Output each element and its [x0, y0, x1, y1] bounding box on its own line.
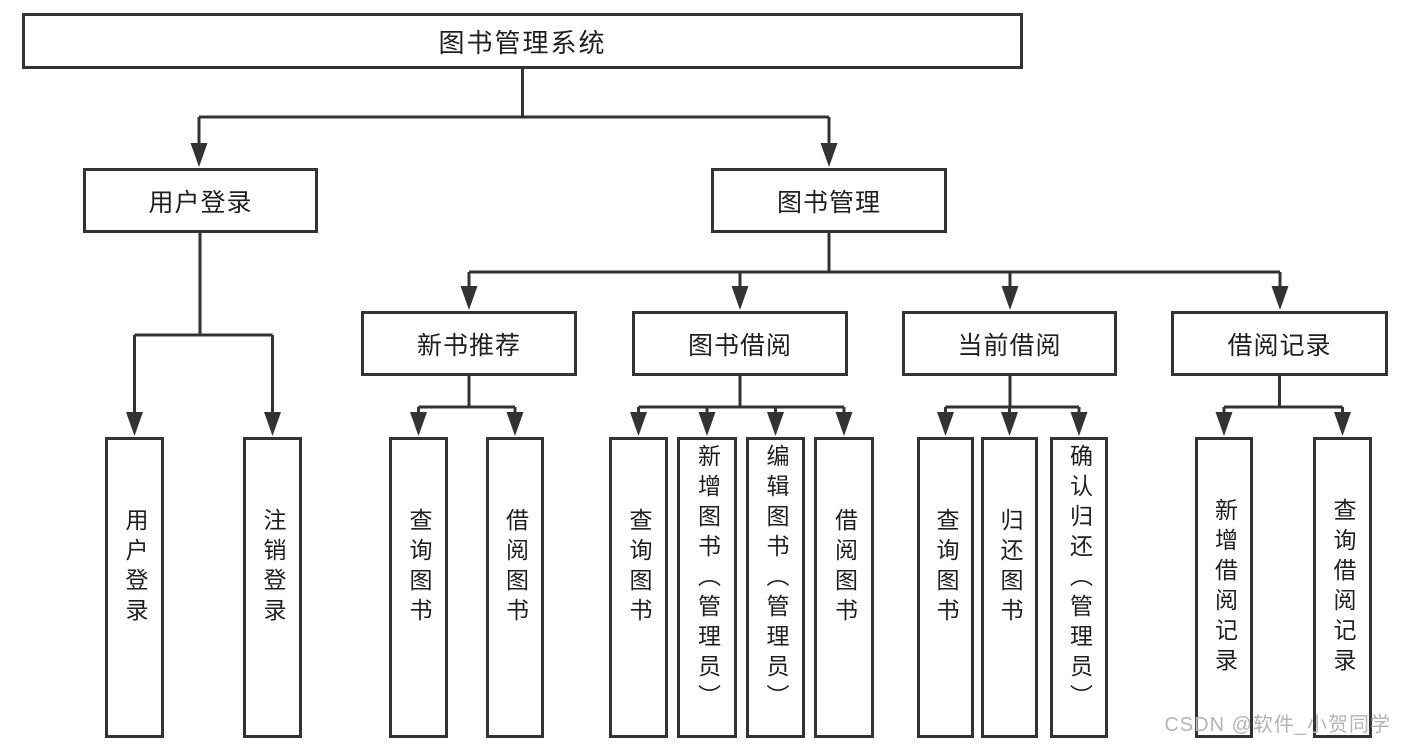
leaf-label: 借阅图书	[831, 507, 858, 628]
leaf-query-books-recommend: 查询图书	[389, 437, 448, 738]
leaf-return-books: 归还图书	[981, 437, 1038, 738]
leaf-user-login: 用户登录	[105, 437, 164, 738]
connector-root	[190, 69, 838, 167]
leaf-label: 确认归还（管理员）	[1066, 443, 1093, 714]
leaf-add-books-admin: 新增图书（管理员）	[677, 437, 737, 738]
node-user-login: 用户登录	[83, 168, 318, 233]
leaf-label: 借阅图书	[502, 507, 529, 628]
leaf-label: 用户登录	[122, 507, 148, 628]
leaf-logout: 注销登录	[243, 437, 302, 738]
leaf-label: 新增借阅记录	[1211, 497, 1238, 678]
leaf-query-books-borrowing: 查询图书	[609, 437, 668, 738]
connector-book-management	[460, 233, 1289, 310]
leaf-query-books-current: 查询图书	[917, 437, 974, 738]
leaf-label: 注销登录	[260, 507, 286, 628]
connector-book-borrowing	[630, 376, 853, 436]
connector-current-borrowing	[937, 376, 1088, 436]
leaf-add-borrow-record: 新增借阅记录	[1195, 437, 1253, 738]
leaf-borrow-books-borrowing: 借阅图书	[814, 437, 874, 738]
node-library-management-system: 图书管理系统	[22, 13, 1023, 69]
connector-borrowing-records	[1215, 376, 1351, 436]
node-borrowing-records: 借阅记录	[1171, 311, 1388, 376]
connector-user-login	[126, 233, 281, 436]
leaf-label: 查询借阅记录	[1330, 497, 1356, 678]
leaf-label: 归还图书	[997, 507, 1023, 628]
connector-new-book-recommendation	[410, 376, 524, 436]
leaf-confirm-return-admin: 确认归还（管理员）	[1050, 437, 1108, 738]
node-new-book-recommendation: 新书推荐	[361, 311, 577, 376]
csdn-watermark: CSDN @软件_小贺同学	[1164, 714, 1391, 736]
leaf-label: 查询图书	[933, 507, 959, 628]
node-book-management: 图书管理	[711, 168, 947, 233]
leaf-label: 查询图书	[626, 507, 652, 628]
leaf-query-borrow-record: 查询借阅记录	[1313, 437, 1372, 738]
leaf-edit-books-admin: 编辑图书（管理员）	[746, 437, 805, 738]
leaf-label: 查询图书	[406, 507, 432, 628]
node-current-borrowing: 当前借阅	[902, 311, 1117, 376]
leaf-label: 新增图书（管理员）	[694, 443, 721, 714]
node-book-borrowing: 图书借阅	[632, 311, 848, 376]
leaf-borrow-books-recommend: 借阅图书	[486, 437, 544, 738]
leaf-label: 编辑图书（管理员）	[763, 443, 789, 714]
